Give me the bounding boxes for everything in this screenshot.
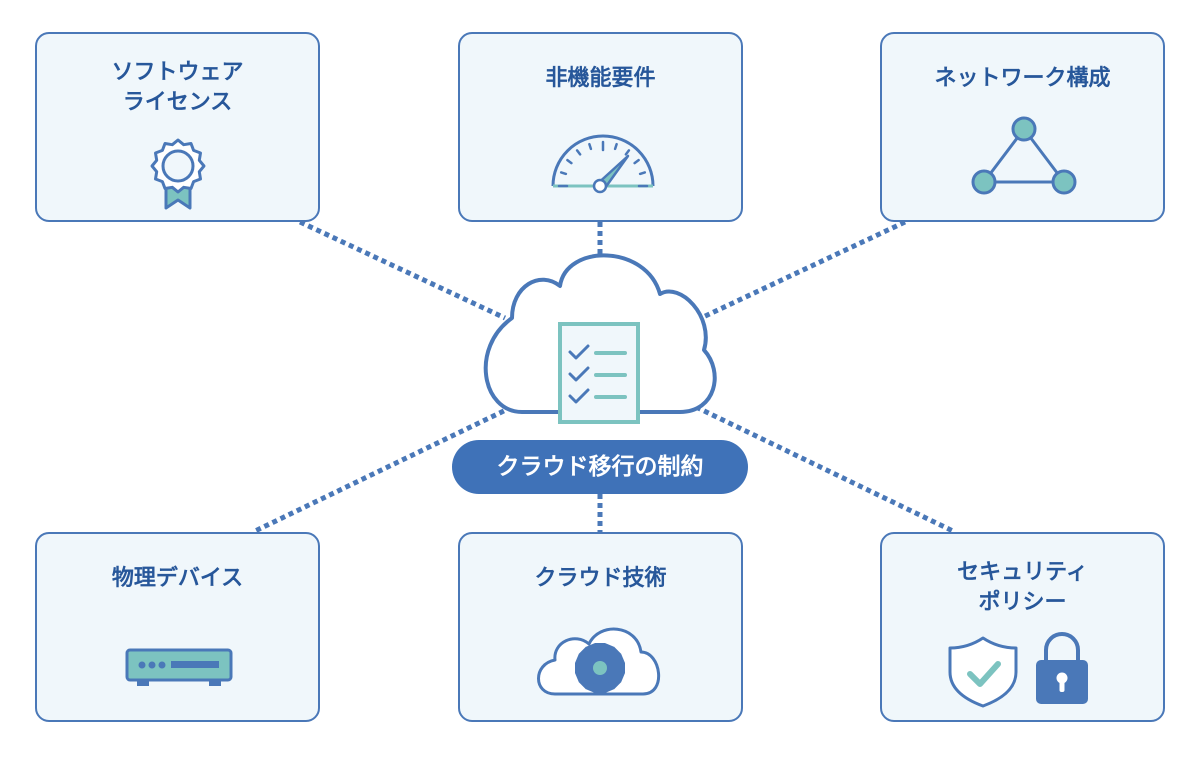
award-badge-icon (150, 138, 206, 210)
connector-security-policy (694, 404, 957, 535)
center-cloud (483, 253, 717, 424)
connector-network (682, 219, 907, 329)
node-title: セキュリティ ポリシー (957, 560, 1088, 615)
node-software-license: ソフトウェア ライセンス (35, 32, 320, 222)
node-title: ソフトウェア ライセンス (111, 60, 244, 115)
node-physical-device: 物理デバイス (35, 532, 320, 722)
node-title: ネットワーク構成 (934, 66, 1111, 91)
node-non-functional: 非機能要件 (458, 32, 743, 222)
shield-icon (948, 636, 1018, 708)
speedometer-icon (551, 134, 655, 194)
checklist-icon (558, 322, 640, 424)
lock-icon (1036, 632, 1088, 704)
node-network: ネットワーク構成 (880, 32, 1165, 222)
cloud-gear-icon (537, 627, 660, 696)
node-cloud-tech: クラウド技術 (458, 532, 743, 722)
server-device-icon (125, 648, 233, 686)
node-title: 非機能要件 (545, 66, 656, 91)
node-title: 物理デバイス (111, 566, 244, 591)
connector-physical-device (251, 404, 514, 535)
network-triangle-icon (971, 116, 1077, 195)
center-label: クラウド移行の制約 (452, 440, 748, 494)
node-title: クラウド技術 (534, 566, 667, 591)
node-security-policy: セキュリティ ポリシー (880, 532, 1165, 722)
connector-software-license (298, 219, 507, 321)
